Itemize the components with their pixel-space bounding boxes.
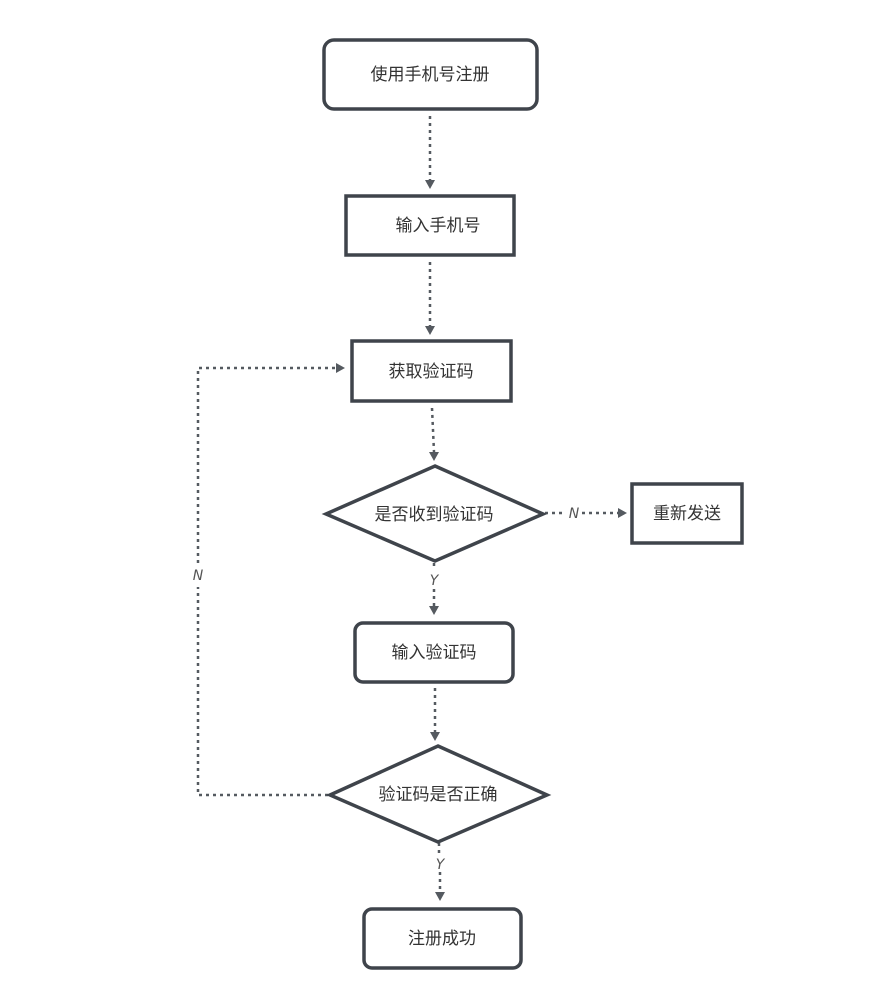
- node-resend: 重新发送: [630, 482, 744, 545]
- process-shape-enter-code: [353, 621, 515, 684]
- node-label-register-by-phone: 使用手机号注册: [371, 64, 490, 85]
- terminal-shape-end: [362, 907, 523, 970]
- node-register-success: 注册成功: [362, 907, 523, 970]
- decision-shape-code-received: [321, 464, 548, 563]
- node-label-code-received: 是否收到验证码: [375, 505, 494, 525]
- arrowhead-success: [435, 892, 445, 901]
- node-label-enter-phone: 输入手机号: [396, 216, 481, 236]
- edge-get-code-to-decision: [430, 407, 436, 453]
- arrowhead-loop-get-code: [336, 363, 345, 373]
- arrowhead-decision-received: [429, 452, 439, 461]
- process-shape-enter-phone: [344, 194, 516, 257]
- terminal-shape-start: [322, 38, 539, 111]
- arrowhead-enter-phone: [425, 180, 435, 189]
- arrowhead-decision-correct: [430, 732, 440, 741]
- arrowhead-resend: [618, 508, 627, 518]
- arrowhead-get-code: [425, 326, 435, 335]
- node-enter-phone: 输入手机号: [344, 194, 516, 257]
- node-code-received: 是否收到验证码: [321, 464, 548, 563]
- label-correct-no: N: [193, 568, 204, 584]
- node-label-get-code: 获取验证码: [389, 362, 474, 382]
- node-enter-code: 输入验证码: [353, 621, 515, 684]
- label-received-yes: Y: [430, 573, 440, 589]
- label-received-no: N: [569, 506, 580, 522]
- node-get-code: 获取验证码: [350, 339, 513, 403]
- node-code-correct: 验证码是否正确: [325, 744, 552, 844]
- decision-shape-code-correct: [325, 744, 552, 844]
- edges: [196, 116, 627, 901]
- process-shape-get-code: [350, 339, 513, 403]
- label-correct-yes: Y: [436, 857, 446, 873]
- node-label-enter-code: 输入验证码: [392, 643, 477, 663]
- node-register-by-phone: 使用手机号注册: [322, 38, 539, 111]
- edge-correct-no-upper: [196, 366, 336, 563]
- node-label-register-success: 注册成功: [408, 929, 476, 949]
- edge-correct-no-lower: [196, 587, 328, 797]
- node-label-code-correct: 验证码是否正确: [379, 785, 498, 805]
- node-label-resend: 重新发送: [653, 504, 721, 524]
- arrowhead-enter-code: [429, 606, 439, 615]
- process-shape-resend: [630, 482, 744, 545]
